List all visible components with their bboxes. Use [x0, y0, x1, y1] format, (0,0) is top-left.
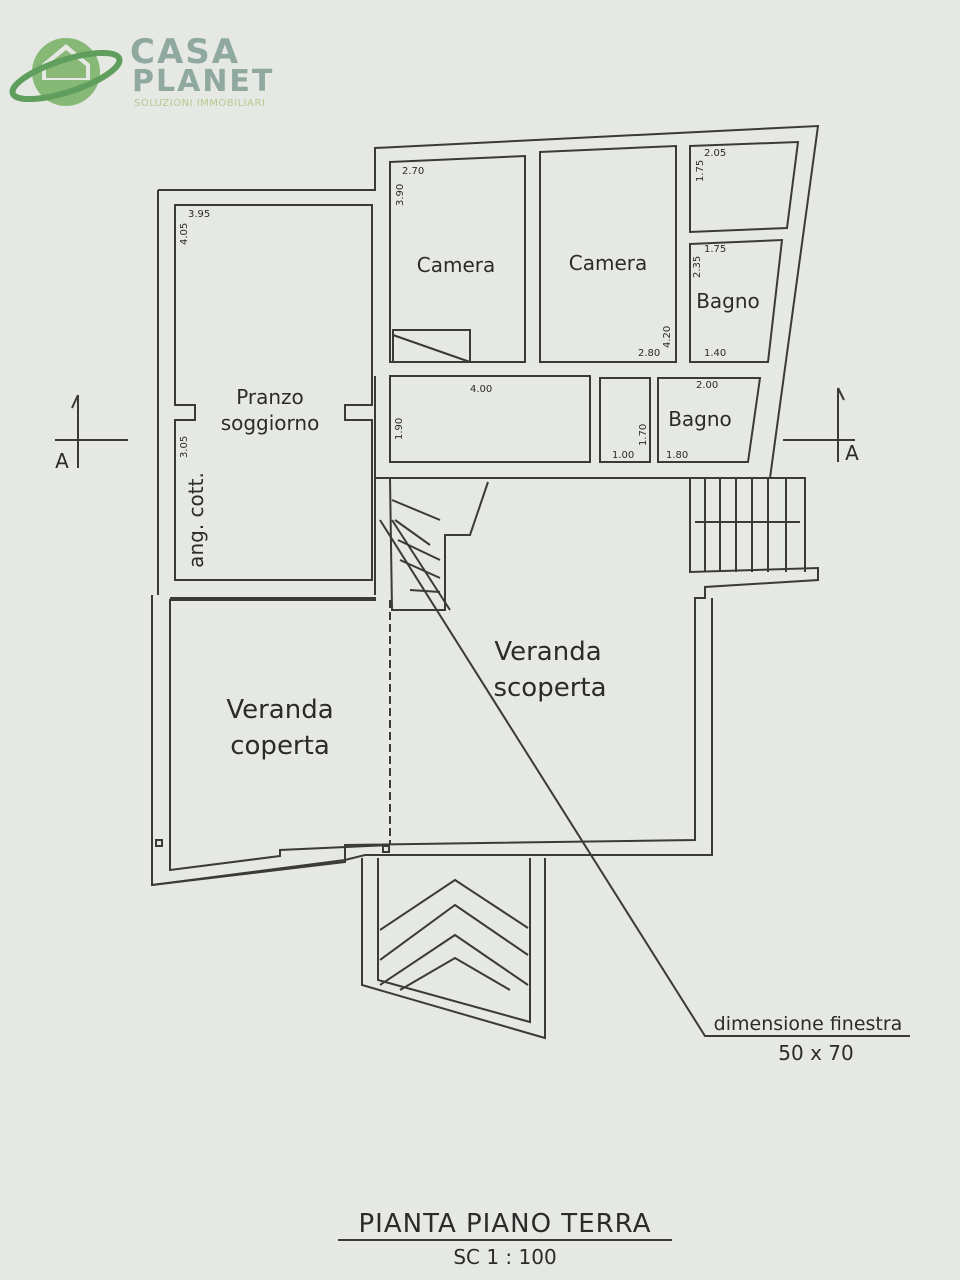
dim-2-35: 2.35 — [692, 256, 703, 278]
closet-walls — [689, 140, 800, 234]
entrance-ramp — [361, 858, 546, 1040]
annotation-window-size-value: 50 x 70 — [778, 1041, 853, 1065]
camera-1-walls — [389, 154, 526, 363]
dim-1-75: 1.75 — [704, 244, 726, 255]
dim-1-75-vertical: 1.75 — [695, 160, 706, 182]
dim-1-00: 1.00 — [612, 450, 634, 461]
pranzo-inner-wall — [174, 204, 373, 581]
wardrobe — [392, 329, 471, 363]
dim-2-00: 2.00 — [696, 380, 718, 391]
post-marker — [382, 845, 390, 853]
dim-3-95: 3.95 — [188, 209, 210, 220]
logo-word-planet: PLANET — [132, 64, 275, 99]
label-bagno-2: Bagno — [668, 407, 732, 431]
veranda-outline-outer — [151, 598, 713, 886]
label-veranda-coperta-2: coperta — [230, 731, 330, 761]
drawing-scale: SC 1 : 100 — [453, 1245, 556, 1269]
dim-4-20: 4.20 — [662, 326, 673, 348]
label-pranzo: Pranzo — [236, 385, 304, 409]
dim-1-90: 1.90 — [394, 418, 405, 440]
dim-2-70: 2.70 — [402, 166, 424, 177]
label-bagno-1: Bagno — [696, 289, 760, 313]
camera-2-walls — [539, 144, 677, 363]
annotation-window-size-label: dimensione finestra — [714, 1013, 903, 1035]
brand-logo: CASA PLANET SOLUZIONI IMMOBILIARI — [6, 20, 296, 120]
bagno-1-walls — [689, 238, 784, 363]
external-stairs — [690, 477, 806, 572]
internal-stairs — [389, 477, 489, 611]
section-label-left: A — [55, 449, 69, 473]
post-marker — [155, 839, 163, 847]
drawing-title: PIANTA PIANO TERRA — [359, 1209, 652, 1239]
label-camera-2: Camera — [569, 251, 648, 275]
label-veranda-scoperta-1: Veranda — [494, 637, 601, 667]
label-soggiorno: soggiorno — [221, 411, 320, 435]
section-label-right: A — [845, 441, 859, 465]
dim-3-90: 3.90 — [395, 184, 406, 206]
logo-tagline: SOLUZIONI IMMOBILIARI — [134, 98, 266, 109]
veranda-outline — [151, 478, 819, 887]
dim-1-70: 1.70 — [638, 424, 649, 446]
label-veranda-coperta-1: Veranda — [226, 695, 333, 725]
section-mark-right — [783, 387, 855, 462]
annotation-leader — [379, 519, 910, 1037]
corridor-walls — [389, 375, 591, 463]
dim-4-00: 4.00 — [470, 384, 492, 395]
dim-2-80: 2.80 — [638, 348, 660, 359]
house-planet-icon — [9, 38, 123, 106]
logo-word-casa: CASA — [130, 32, 241, 72]
wc-walls — [599, 377, 651, 463]
label-ang-cott: ang. cott. — [184, 472, 208, 568]
label-camera-1: Camera — [417, 253, 496, 277]
dim-2-05: 2.05 — [704, 148, 726, 159]
bagno-2-walls — [657, 377, 762, 463]
stair-direction-line — [391, 519, 451, 611]
dim-3-05: 3.05 — [179, 436, 190, 458]
veranda-inner — [169, 597, 391, 872]
section-mark-left — [55, 394, 128, 468]
house-bottom-wall — [374, 376, 690, 595]
dim-1-80: 1.80 — [666, 450, 688, 461]
dim-1-40: 1.40 — [704, 348, 726, 359]
dim-4-05: 4.05 — [179, 223, 190, 245]
label-veranda-scoperta-2: scoperta — [493, 673, 606, 703]
